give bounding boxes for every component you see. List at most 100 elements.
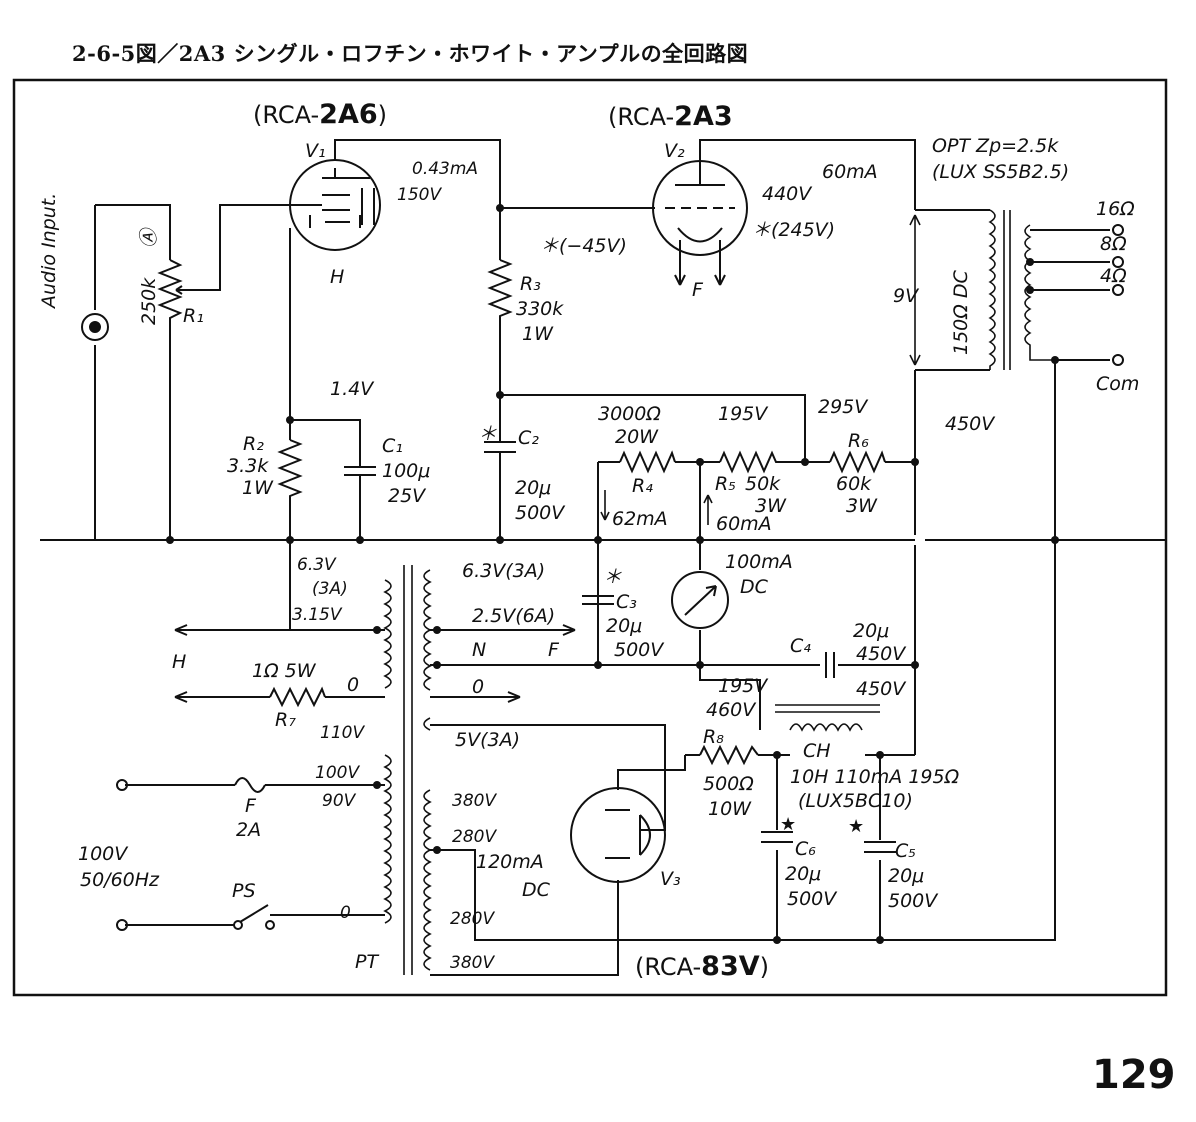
tap-4-label: 4Ω [1100, 265, 1127, 287]
r8-resistor [699, 744, 759, 766]
pt-s63-label: 6.3V(3A) [462, 560, 545, 582]
c1-rating: 25V [388, 485, 427, 507]
switch-ref: PS [232, 880, 256, 902]
r1-resistor [157, 259, 183, 320]
r6-value: 60k [836, 473, 872, 495]
v2-symbol: V₂ [664, 140, 685, 162]
v1-plate-current: 0.43mA [412, 159, 478, 179]
page-title: 2-6-5図／2A3 シングル・ロフチン・ホワイト・アンプルの全回路図 [72, 41, 749, 66]
v2-prefix: (RCA- [608, 103, 674, 131]
pt-h315-label: 3.15V [292, 605, 343, 625]
choke-icon [775, 704, 880, 732]
v1-name: 2A6 [319, 99, 377, 130]
c3-mark: ＊ [603, 566, 622, 588]
fuse-ref: F [245, 795, 257, 817]
c4-rating: 450V [856, 643, 907, 665]
meter-icon [671, 571, 729, 629]
c6-rating: 500V [787, 888, 838, 910]
c5-star-icon: ★ [848, 816, 864, 837]
opt-line1: OPT Zp=2.5k [932, 135, 1059, 157]
r6-rating: 3W [846, 495, 878, 517]
c6-star-icon: ★ [780, 814, 796, 835]
pt-hv380a-label: 380V [452, 791, 497, 811]
c2-capacitor [484, 430, 516, 472]
input-jack [81, 313, 109, 341]
v3-tube-icon [570, 787, 666, 883]
node-295-label: 295V [818, 396, 869, 418]
choke-ref: CH [803, 740, 831, 762]
v2-plate-voltage: 440V [762, 183, 813, 205]
page-number: 129 [1092, 1052, 1176, 1098]
v1-tube-icon [285, 159, 381, 251]
mains-line2: 50/60Hz [80, 869, 160, 891]
rect-current-label: 120mA [476, 851, 544, 873]
r4-rating: 20W [615, 426, 659, 448]
v1-plate-voltage: 150V [397, 185, 442, 205]
r5-rating: 3W [755, 495, 787, 517]
r3-ref: R₃ [520, 273, 541, 295]
v2-filament-label: F [692, 279, 704, 301]
r6-resistor [829, 450, 886, 474]
v3-name: 83V [701, 951, 760, 982]
r3-resistor [487, 259, 513, 320]
v3-prefix: (RCA- [635, 953, 701, 981]
pt-h63-label: 6.3V [297, 555, 337, 575]
com-label: Com [1096, 373, 1139, 395]
r3-value: 330k [516, 298, 564, 320]
fuse-icon [234, 777, 266, 793]
c4-value: 20μ [853, 620, 889, 642]
r5-ref: R₅ [715, 473, 736, 495]
pt-s-zero-label: 0 [472, 676, 484, 698]
r6-ref: R₆ [848, 430, 869, 452]
pt-ref: PT [355, 951, 379, 973]
node-195-label: 195V [718, 403, 769, 425]
c2-ref: C₂ [518, 427, 539, 449]
r2-ref: R₂ [243, 433, 264, 455]
wiring [40, 139, 1165, 976]
rect-current-dc-label: DC [522, 879, 551, 901]
r1-mark: Ⓐ [138, 226, 160, 248]
r1-wiper-arrow [175, 285, 188, 295]
v3-symbol: V₃ [660, 868, 681, 890]
pt-s25-label: 2.5V(6A) [472, 605, 555, 627]
c5-rating: 500V [888, 890, 939, 912]
c3-value: 20μ [606, 615, 642, 637]
meter-label: 100mA [725, 551, 793, 573]
junction-dots [166, 204, 1059, 944]
opt-dc-resistance: 150Ω DC [950, 270, 972, 355]
svg-text:(RCA-83V): (RCA-83V) [635, 951, 769, 982]
r7-resistor [269, 686, 326, 708]
fuse-value: 2A [236, 819, 261, 841]
meter-sub: DC [740, 576, 769, 598]
current-arrow-62 [600, 490, 610, 521]
c5-value: 20μ [888, 865, 924, 887]
r3-rating: 1W [522, 323, 554, 345]
v1-prefix: (RCA- [253, 101, 319, 129]
output-terminals [1112, 224, 1124, 366]
opt-transformer [988, 209, 1055, 370]
svg-text:(RCA-2A6): (RCA-2A6) [253, 99, 387, 130]
tap-8-label: 8Ω [1100, 233, 1127, 255]
v1-heater-label: H [330, 266, 344, 288]
pt-hv280a-label: 280V [452, 827, 497, 847]
pt-n-label: N [472, 639, 486, 661]
opt-line2: (LUX SS5B2.5) [932, 161, 1069, 183]
pt-hv280b-label: 280V [450, 909, 495, 929]
r5-resistor [719, 450, 780, 474]
power-switch-icon [233, 904, 275, 930]
c4-capacitor [825, 652, 835, 678]
mains-line1: 100V [78, 843, 129, 865]
choke-line1: 10H 110mA 195Ω [790, 766, 960, 788]
c2-rating: 500V [515, 502, 566, 524]
r4-ref: R₄ [632, 475, 653, 497]
pt-p100-label: 100V [315, 763, 360, 783]
v1-cathode-voltage: 1.4V [330, 378, 375, 400]
node-450-low-label: 450V [856, 678, 907, 700]
c1-value: 100μ [382, 460, 430, 482]
r8-value: 500Ω [703, 773, 754, 795]
r8-ref: R₈ [703, 726, 724, 748]
c1-capacitor [344, 455, 376, 480]
c5-capacitor [864, 841, 896, 853]
r5-value: 50k [745, 473, 781, 495]
